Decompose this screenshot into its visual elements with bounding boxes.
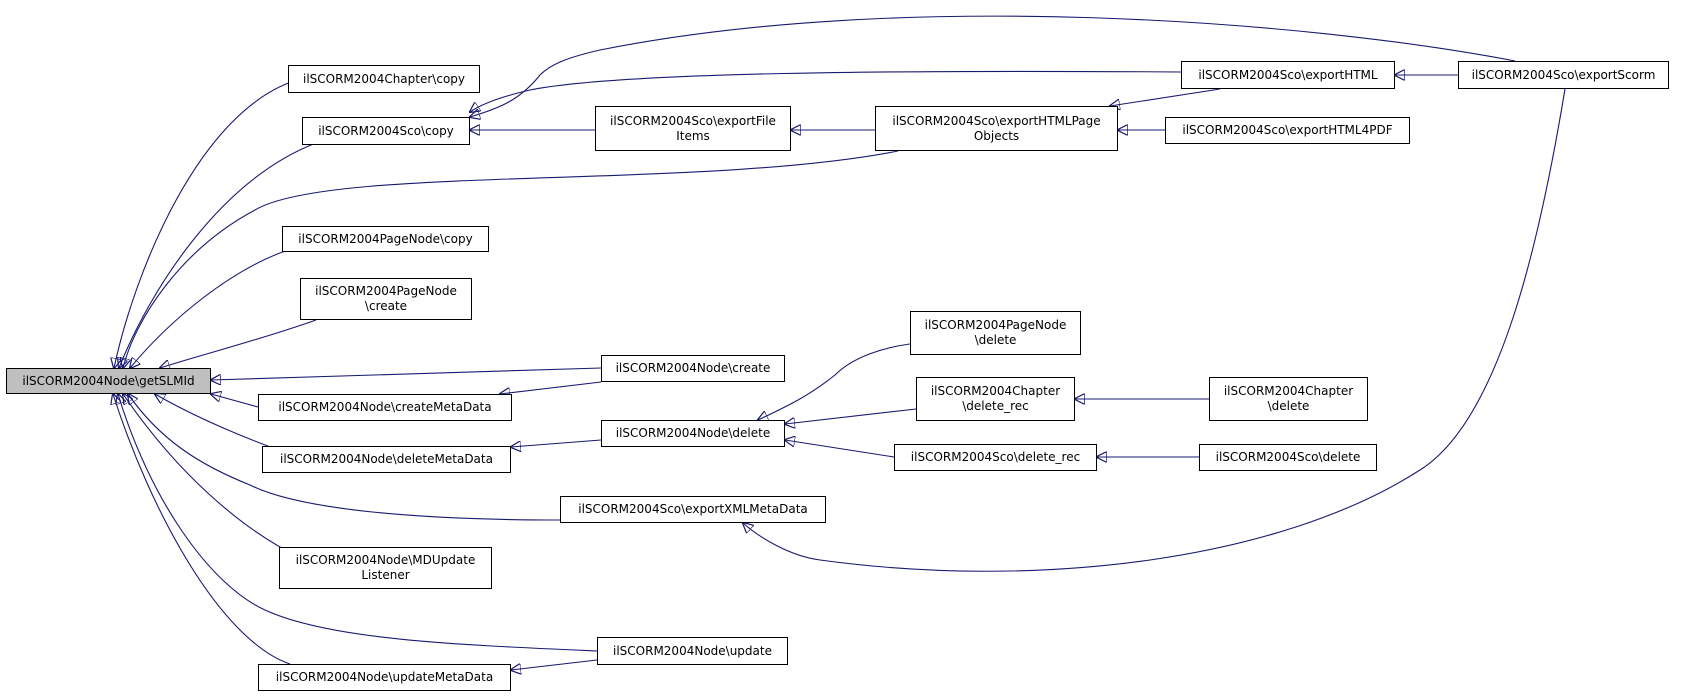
node-sco-exportscorm[interactable]: ilSCORM2004Sco\exportScorm bbox=[1458, 61, 1669, 89]
node-label-line: ilSCORM2004Node\update bbox=[613, 643, 772, 658]
node-sco-exporthtml[interactable]: ilSCORM2004Sco\exportHTML bbox=[1181, 61, 1395, 89]
node-sco-exportxmlmetadata[interactable]: ilSCORM2004Sco\exportXMLMetaData bbox=[560, 496, 826, 523]
node-label-line: Items bbox=[676, 128, 710, 143]
edge-sco-copy-to-root bbox=[119, 142, 317, 368]
node-label-line: ilSCORM2004Chapter\copy bbox=[302, 71, 466, 86]
node-chapter-delete-rec[interactable]: ilSCORM2004Chapter\delete_rec bbox=[916, 377, 1075, 421]
edge-node-updatemetadata-to-root bbox=[113, 394, 291, 665]
node-node-update[interactable]: ilSCORM2004Node\update bbox=[597, 637, 788, 665]
node-label-line: ilSCORM2004Node\create bbox=[615, 361, 771, 375]
edge-pagenode-delete-to-node-delete bbox=[758, 341, 931, 420]
node-label-line: ilSCORM2004Node\delete bbox=[615, 426, 771, 440]
node-sco-exporthtml4pdf[interactable]: ilSCORM2004Sco\exportHTML4PDF bbox=[1165, 117, 1410, 144]
node-label-line: ilSCORM2004Sco\exportFile bbox=[610, 113, 776, 128]
edge-node-createmetadata-to-root bbox=[211, 394, 259, 408]
node-node-updatemetadata[interactable]: ilSCORM2004Node\updateMetaData bbox=[258, 664, 511, 691]
node-label-line: ilSCORM2004Chapter bbox=[930, 384, 1061, 398]
node-sco-delete-rec[interactable]: ilSCORM2004Sco\delete_rec bbox=[894, 444, 1097, 471]
edge-node-delete-to-node-deletemetadata bbox=[511, 439, 602, 447]
edge-pagenode-create-to-root bbox=[160, 319, 317, 368]
node-label-line: ilSCORM2004Sco\exportXMLMetaData bbox=[578, 502, 808, 516]
edge-node-create-to-root bbox=[211, 367, 602, 380]
node-label-line: ilSCORM2004PageNode\copy bbox=[298, 231, 473, 246]
node-label-line: Listener bbox=[361, 568, 410, 582]
edge-sco-delete-rec-to-node-delete bbox=[785, 440, 895, 458]
node-label-line: \delete bbox=[974, 333, 1017, 347]
node-label-line: ilSCORM2004Sco\exportHTML4PDF bbox=[1182, 123, 1393, 137]
node-label-line: \create bbox=[364, 299, 408, 313]
node-node-deletemetadata[interactable]: ilSCORM2004Node\deleteMetaData bbox=[262, 446, 511, 473]
node-label-line: ilSCORM2004PageNode bbox=[924, 318, 1067, 332]
edge-chapter-copy-to-root bbox=[114, 79, 298, 368]
node-sco-copy[interactable]: ilSCORM2004Sco\copy bbox=[302, 117, 470, 145]
node-label-line: ilSCORM2004Sco\exportHTML bbox=[1198, 67, 1378, 82]
node-node-createmetadata[interactable]: ilSCORM2004Node\createMetaData bbox=[258, 394, 512, 421]
edge-chapter-delete-rec-to-node-delete bbox=[785, 408, 917, 424]
node-label-line: ilSCORM2004Node\getSLMId bbox=[22, 373, 195, 388]
node-pagenode-create[interactable]: ilSCORM2004PageNode\create bbox=[300, 278, 472, 320]
node-root: ilSCORM2004Node\getSLMId bbox=[6, 368, 211, 394]
edge-node-update-to-root bbox=[118, 394, 598, 652]
node-label-line: ilSCORM2004Node\deleteMetaData bbox=[280, 452, 493, 466]
node-label-line: \delete bbox=[1267, 399, 1310, 413]
node-label-line: ilSCORM2004Sco\delete bbox=[1215, 450, 1361, 464]
node-label-line: Objects bbox=[973, 128, 1020, 143]
edge-sco-exportscorm-to-sco-copy bbox=[470, 15, 1516, 117]
node-label-line: \delete_rec bbox=[962, 399, 1029, 413]
edge-node-create-to-node-createmetadata bbox=[500, 381, 602, 394]
node-label-line: ilSCORM2004Sco\exportScorm bbox=[1471, 67, 1656, 82]
node-label-line: ilSCORM2004Sco\copy bbox=[318, 123, 454, 138]
node-label-line: ilSCORM2004Sco\delete_rec bbox=[910, 450, 1081, 464]
node-label-line: ilSCORM2004Chapter bbox=[1223, 384, 1354, 398]
node-label-line: ilSCORM2004Node\MDUpdate bbox=[295, 553, 476, 567]
edge-sco-exporthtml-to-sco-exporthtmlpageobjects bbox=[1110, 88, 1221, 106]
node-label-line: ilSCORM2004PageNode bbox=[315, 284, 457, 298]
edge-pagenode-copy-to-root bbox=[130, 249, 289, 368]
edge-sco-exportxmlmetadata-to-root bbox=[128, 394, 561, 521]
node-chapter-copy[interactable]: ilSCORM2004Chapter\copy bbox=[288, 65, 480, 93]
node-pagenode-delete[interactable]: ilSCORM2004PageNode\delete bbox=[910, 311, 1081, 355]
node-label-line: ilSCORM2004Node\createMetaData bbox=[278, 400, 492, 414]
edge-sco-exporthtmlpageobjects-to-root bbox=[123, 150, 899, 368]
edge-node-update-to-node-updatemetadata bbox=[511, 659, 598, 670]
node-node-create[interactable]: ilSCORM2004Node\create bbox=[601, 355, 785, 382]
edge-sco-exporthtml-to-sco-copy bbox=[470, 70, 1182, 112]
node-pagenode-copy[interactable]: ilSCORM2004PageNode\copy bbox=[282, 226, 489, 252]
node-sco-delete[interactable]: ilSCORM2004Sco\delete bbox=[1199, 444, 1377, 471]
node-label-line: ilSCORM2004Node\updateMetaData bbox=[275, 670, 494, 684]
node-node-delete[interactable]: ilSCORM2004Node\delete bbox=[601, 420, 785, 447]
node-chapter-delete[interactable]: ilSCORM2004Chapter\delete bbox=[1209, 377, 1368, 421]
node-label-line: ilSCORM2004Sco\exportHTMLPage bbox=[892, 113, 1101, 128]
edge-sco-exportscorm-to-sco-exportxmlmetadata bbox=[743, 88, 1566, 572]
